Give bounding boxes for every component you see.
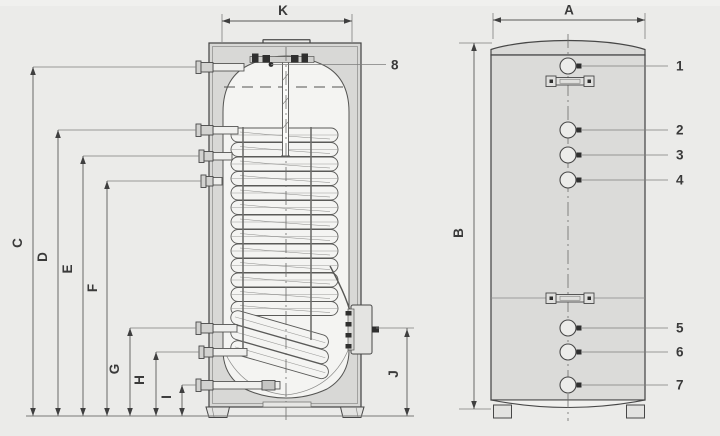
dim-label-E: E [60,264,75,273]
dim-B: B [451,42,492,410]
right-view-exterior: 1 2 3 4 5 6 [490,34,684,421]
dim-H: H [132,351,199,416]
heating-element-flange [345,304,379,355]
dim-label-K: K [278,3,288,18]
cover-bolt-icon [252,53,259,63]
dim-label-A: A [564,3,574,18]
dim-D: D [35,129,196,416]
port-circle [559,343,577,361]
port-circle [559,319,577,337]
side-nozzles [195,60,281,392]
port-callout-5: 5 [559,319,684,337]
port-circle [559,146,577,164]
callout-label-8: 8 [391,58,399,73]
port-callout-6: 6 [559,343,684,361]
dim-label-B: B [451,228,466,238]
dim-label-J: J [386,370,401,378]
port-callout-3: 3 [559,146,684,164]
right-view-dimensions: A B [451,3,646,410]
right-view-right-foot [626,404,645,419]
dim-label-G: G [107,364,122,375]
right-view-left-foot [493,404,512,419]
left-view-dimensions: K 8 C D E [10,3,414,417]
port-callout-7: 7 [559,376,684,394]
left-view-cross-section [195,39,379,420]
dim-G: G [107,327,196,416]
dim-F: F [85,180,201,416]
bottom-recess [262,401,312,408]
flange-stud [372,326,379,333]
port-circle [559,57,577,75]
dim-K: K [221,3,353,42]
left-foot [205,406,231,418]
dim-label-D: D [35,252,50,262]
drain-fitting [261,380,276,391]
top-flange-cover [249,39,315,63]
cover-bolt-icon [301,53,308,63]
mounting-bracket-top [545,75,595,87]
dim-label-H: H [132,375,147,385]
port-callout-2: 2 [559,121,684,139]
sensor-tube [281,59,290,157]
port-label-6: 6 [676,345,684,360]
dim-A: A [492,3,646,39]
dim-E: E [60,155,199,416]
top-edge-strip [0,0,720,6]
dim-I: I [159,384,196,416]
dim-J: J [376,327,414,416]
port-callout-4: 4 [559,171,684,189]
mounting-bracket-middle [545,292,595,304]
cover-bolt-icon [262,55,270,63]
port-label-7: 7 [676,378,684,393]
port-label-4: 4 [676,173,684,188]
dim-label-F: F [85,284,100,292]
port-callout-1: 1 [559,57,684,75]
port-circle [559,376,577,394]
callout-8: 8 [268,58,399,73]
port-circle [559,171,577,189]
port-label-2: 2 [676,123,684,138]
cover-bolt-icon [291,55,299,63]
port-circle [559,121,577,139]
port-label-5: 5 [676,321,684,336]
heating-coil [230,127,339,380]
port-label-3: 3 [676,148,684,163]
port-label-1: 1 [676,59,684,74]
dim-label-I: I [159,395,174,399]
dim-C: C [10,66,196,416]
dim-label-C: C [10,238,25,248]
